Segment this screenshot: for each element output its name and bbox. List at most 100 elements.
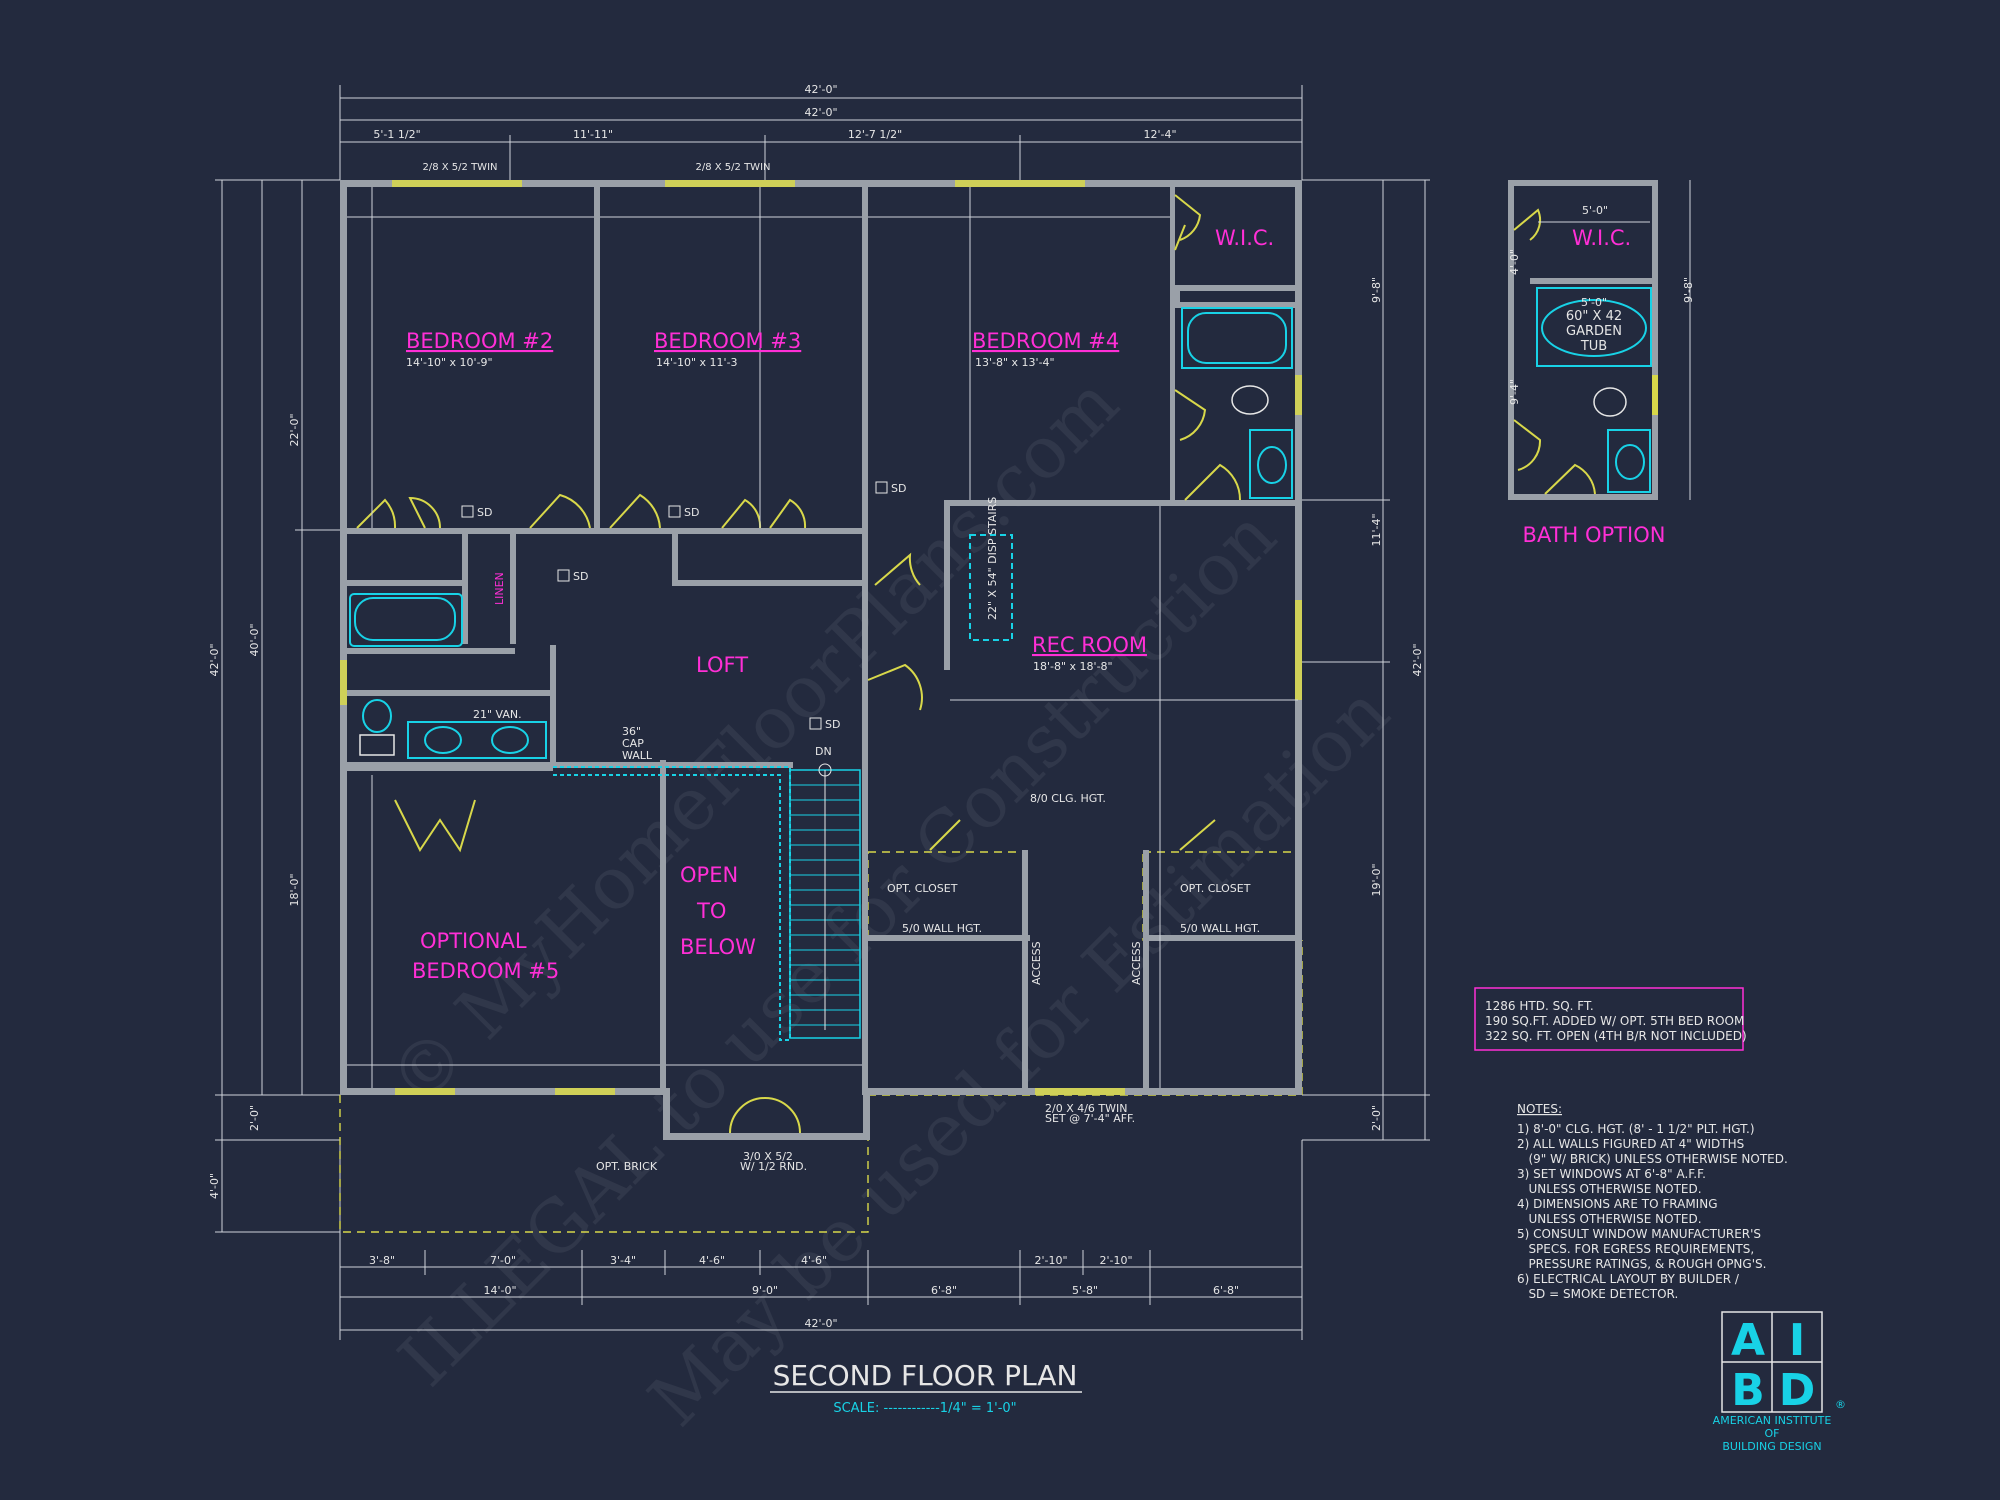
windows <box>340 180 1302 1095</box>
svg-text:1286 HTD. SQ. FT.: 1286 HTD. SQ. FT. <box>1485 999 1594 1013</box>
svg-text:4'-6": 4'-6" <box>699 1254 725 1267</box>
cap-wall-3: WALL <box>622 749 653 762</box>
down-label: DN <box>815 745 832 758</box>
svg-text:SD: SD <box>891 482 906 495</box>
dim-top-seg: 5'-1 1/2" <box>373 128 420 141</box>
svg-text:3'-4": 3'-4" <box>610 1254 636 1267</box>
svg-text:7'-0": 7'-0" <box>490 1254 516 1267</box>
right-dimensions: 9'-8" 11'-4" 42'-0" 19'-0" 2'-0" <box>1302 179 1430 1141</box>
svg-text:UNLESS OTHERWISE NOTED.: UNLESS OTHERWISE NOTED. <box>1517 1212 1702 1226</box>
svg-text:5'-0": 5'-0" <box>1582 204 1608 217</box>
smoke-detector-icon: SD <box>875 481 906 495</box>
opt-closet-right: OPT. CLOSET <box>1180 882 1251 895</box>
wic-label: W.I.C. <box>1215 226 1274 250</box>
svg-text:2) ALL WALLS FIGURED AT 4" WI: 2) ALL WALLS FIGURED AT 4" WIDTHS <box>1517 1137 1744 1151</box>
interior-dimension-lines <box>347 187 1298 1088</box>
disp-stairs-label: 22" X 54" DISP STAIRS <box>986 497 999 620</box>
linen-label: LINEN <box>493 572 506 605</box>
bedroom4-label: BEDROOM #4 <box>972 329 1119 353</box>
room-labels: BEDROOM #2 14'-10" x 10'-9" BEDROOM #3 1… <box>406 226 1274 1173</box>
wall-hgt-left: 5/0 WALL HGT. <box>902 922 982 935</box>
svg-text:D: D <box>1779 1365 1816 1416</box>
rec-room-label: REC ROOM <box>1032 633 1147 657</box>
smoke-detector-icon: SD <box>557 569 588 583</box>
bedroom4-size: 13'-8" x 13'-4" <box>975 356 1055 369</box>
open-to-below-1: OPEN <box>680 863 738 887</box>
plan-title: SECOND FLOOR PLAN <box>773 1359 1078 1392</box>
svg-text:11'-4": 11'-4" <box>1370 513 1383 546</box>
svg-text:42'-0": 42'-0" <box>804 1317 837 1330</box>
cap-wall-1: 36" <box>622 725 641 738</box>
access-right: ACCESS <box>1130 941 1143 985</box>
svg-text:1) 8'-0" CLG. HGT. (8' - 1 1/: 1) 8'-0" CLG. HGT. (8' - 1 1/2" PLT. HGT… <box>1517 1122 1755 1136</box>
bedroom3-size: 14'-10" x 11'-3 <box>656 356 738 369</box>
plan-scale: SCALE: ------------1/4" = 1'-0" <box>833 1401 1016 1416</box>
general-notes: NOTES: 1) 8'-0" CLG. HGT. (8' - 1 1/2" P… <box>1517 1102 1788 1301</box>
plan-title-block: SECOND FLOOR PLAN SCALE: ------------1/4… <box>770 1359 1082 1416</box>
svg-text:3) SET WINDOWS AT 6'-8" A.F.F.: 3) SET WINDOWS AT 6'-8" A.F.F. <box>1517 1167 1706 1181</box>
top-dimensions: 42'-0" 42'-0" 5'-1 1/2" 11'-11" 12'-7 1/… <box>339 83 1303 180</box>
open-to-below-3: BELOW <box>680 935 756 959</box>
window-label: 2/8 X 5/2 TWIN <box>423 162 498 173</box>
svg-text:42'-0": 42'-0" <box>208 643 221 676</box>
svg-text:5) CONSULT WINDOW MANUFACTURER: 5) CONSULT WINDOW MANUFACTURER'S <box>1517 1227 1761 1241</box>
optional-label: OPTIONAL <box>420 929 527 953</box>
left-dimensions: 42'-0" 40'-0" 22'-0" 18'-0" 2'-0" 4'-0" <box>208 179 340 1233</box>
svg-text:4'-0": 4'-0" <box>1508 249 1521 275</box>
dim-overall-top-1: 42'-0" <box>804 83 837 96</box>
loft-label: LOFT <box>696 653 748 677</box>
smoke-detector-icon: SD <box>461 505 492 519</box>
svg-text:6'-8": 6'-8" <box>931 1284 957 1297</box>
svg-text:SD: SD <box>477 506 492 519</box>
svg-text:I: I <box>1789 1315 1805 1366</box>
dim-top-seg: 11'-11" <box>573 128 613 141</box>
ceiling-height-label: 8/0 CLG. HGT. <box>1030 792 1106 805</box>
svg-text:40'-0": 40'-0" <box>248 623 261 656</box>
svg-text:9'-8": 9'-8" <box>1682 277 1695 303</box>
svg-text:42'-0": 42'-0" <box>1411 643 1424 676</box>
bottom-window-2: SET @ 7'-4" AFF. <box>1045 1112 1135 1125</box>
svg-text:9'-0": 9'-0" <box>752 1284 778 1297</box>
svg-text:B: B <box>1731 1365 1765 1416</box>
bath-option-inset: W.I.C. 5'-0" 4'-0" 9'-8" 9'-4" 5'-0" 60"… <box>1508 180 1695 547</box>
opt-brick-label: OPT. BRICK <box>596 1160 658 1173</box>
bath-option-wic: W.I.C. <box>1572 226 1631 250</box>
dim-top-seg: 12'-4" <box>1143 128 1176 141</box>
svg-text:OF: OF <box>1765 1427 1780 1440</box>
smoke-detector-icon: SD <box>668 505 699 519</box>
vanity-label: 21" VAN. <box>473 708 522 721</box>
svg-text:UNLESS OTHERWISE NOTED.: UNLESS OTHERWISE NOTED. <box>1517 1182 1702 1196</box>
svg-text:4) DIMENSIONS ARE TO FRAMING: 4) DIMENSIONS ARE TO FRAMING <box>1517 1197 1718 1211</box>
window-label: 2/8 X 5/2 TWIN <box>696 162 771 173</box>
cap-wall-2: CAP <box>622 737 644 750</box>
wall-hgt-right: 5/0 WALL HGT. <box>1180 922 1260 935</box>
access-left: ACCESS <box>1030 941 1043 985</box>
svg-text:SD: SD <box>825 718 840 731</box>
smoke-detector-icon: SD <box>809 717 840 731</box>
svg-text:2'-10": 2'-10" <box>1034 1254 1067 1267</box>
aibd-logo: A I B D ® AMERICAN INSTITUTE OF BUILDING… <box>1713 1311 1846 1453</box>
opt-closet-left: OPT. CLOSET <box>887 882 958 895</box>
svg-text:A: A <box>1731 1315 1765 1366</box>
svg-text:4'-6": 4'-6" <box>801 1254 827 1267</box>
svg-text:3'-8": 3'-8" <box>369 1254 395 1267</box>
plumbing-fixtures <box>349 307 1293 1041</box>
svg-text:6) ELECTRICAL LAYOUT BY BUILDE: 6) ELECTRICAL LAYOUT BY BUILDER / <box>1517 1272 1740 1286</box>
bedroom5-label: BEDROOM #5 <box>412 959 559 983</box>
dim-overall-top-2: 42'-0" <box>804 106 837 119</box>
svg-text:SD = SMOKE DETECTOR.: SD = SMOKE DETECTOR. <box>1517 1287 1678 1301</box>
svg-text:2'-0": 2'-0" <box>248 1105 261 1131</box>
svg-text:4'-0": 4'-0" <box>208 1173 221 1199</box>
watermark: © MyHomeFloorPlans.com ILLEGAL to use fo… <box>373 360 1405 1442</box>
svg-text:BUILDING DESIGN: BUILDING DESIGN <box>1722 1440 1821 1453</box>
svg-text:SD: SD <box>573 570 588 583</box>
svg-text:5'-0": 5'-0" <box>1581 296 1607 309</box>
svg-text:18'-0": 18'-0" <box>288 873 301 906</box>
svg-text:322 SQ. FT. OPEN (4TH B/R NOT: 322 SQ. FT. OPEN (4TH B/R NOT INCLUDED) <box>1485 1029 1747 1043</box>
svg-text:(9" W/ BRICK) UNLESS OTHERWISE: (9" W/ BRICK) UNLESS OTHERWISE NOTED. <box>1517 1152 1788 1166</box>
bottom-dimensions: 3'-8" 7'-0" 3'-4" 4'-6" 4'-6" 2'-10" 2'-… <box>339 1140 1303 1340</box>
bedroom2-size: 14'-10" x 10'-9" <box>406 356 493 369</box>
svg-text:2'-10": 2'-10" <box>1099 1254 1132 1267</box>
svg-text:SD: SD <box>684 506 699 519</box>
